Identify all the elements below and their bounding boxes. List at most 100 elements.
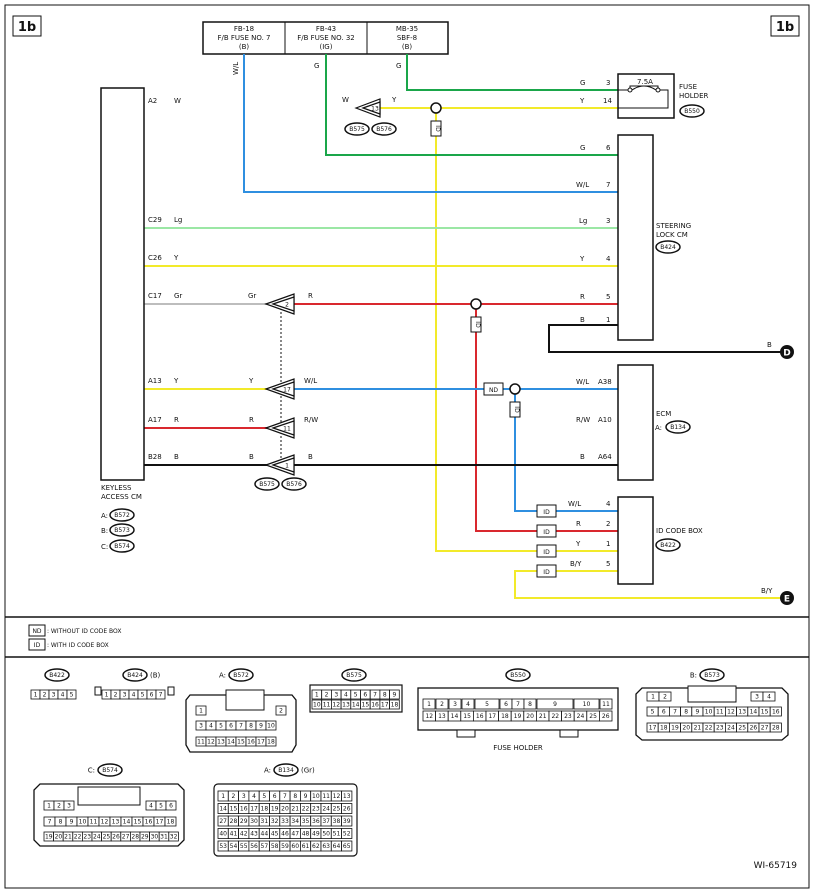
b134-pin: 25	[330, 803, 342, 814]
wire-code-b28: B	[174, 453, 179, 461]
b575-pin-label: 13	[342, 702, 350, 709]
b573-pin: 1	[646, 691, 660, 702]
b134-pin-label: 41	[230, 831, 238, 838]
b134-pin: 35	[299, 815, 312, 827]
b134-pin: 44	[258, 828, 270, 839]
b573-pin: 17	[646, 722, 659, 733]
b572-pin-label: 14	[227, 739, 235, 746]
wires	[144, 54, 782, 599]
b574-pin-label: 10	[79, 819, 87, 826]
code-wl-joint: W/L	[304, 377, 317, 385]
b573-pin-label: 28	[772, 725, 780, 732]
b573-pin: 22	[702, 722, 715, 733]
joint-13-label: 13	[371, 106, 379, 113]
b134-pin: 47	[289, 828, 301, 839]
id-tag-box-by: ID	[536, 564, 557, 578]
b573-pin-label: 19	[671, 725, 679, 732]
b134-pin: 24	[320, 803, 332, 814]
wire-black-ground-d	[548, 324, 782, 353]
id-tag-text-7: ID	[543, 569, 550, 576]
code-by-ground: B/Y	[761, 587, 773, 595]
nd-tag-text: ND	[489, 387, 498, 394]
b134-pin: 1	[217, 790, 229, 802]
st-pin-7: 7	[606, 181, 610, 189]
b573-pin-label: 21	[694, 725, 702, 732]
b574-pin-label: 8	[59, 819, 63, 826]
joint-1-label: 1	[285, 463, 289, 470]
b134-pin: 46	[279, 828, 291, 839]
b134-pin-label: 63	[322, 843, 330, 850]
fuse-1-code: FB-18	[234, 25, 254, 33]
b574-pin-label: 25	[103, 834, 111, 841]
joint-connector-labels-top: B575 B576	[344, 122, 397, 136]
b574-pin-label: 3	[67, 803, 71, 810]
b574-pin: 8	[54, 816, 67, 827]
b134-pin: 63	[320, 840, 332, 852]
b134-pin: 32	[269, 815, 281, 827]
b134-pin: 58	[269, 840, 281, 852]
st-code-y: Y	[579, 255, 585, 263]
b134-pin-label: 5	[262, 793, 266, 800]
b572-pin-label: 16	[247, 739, 255, 746]
b550-pin-label: 19	[514, 713, 522, 720]
b575-pin-label: 12	[332, 702, 340, 709]
ecm-pin-a64: A64	[598, 453, 612, 461]
joint-17: 17	[264, 378, 295, 400]
code-b-b28-joint: B	[249, 453, 254, 461]
steering-title: STEERING	[656, 222, 691, 230]
b134-pin: 53	[217, 840, 229, 852]
b572-prefix: A:	[219, 672, 226, 680]
b134-pin-label: 3	[242, 793, 246, 800]
b572-pin-label: 9	[259, 723, 263, 730]
pin-b28: B28	[148, 453, 162, 461]
b572-pin: 15	[235, 736, 247, 747]
fh-code-g: G	[580, 79, 585, 87]
b575-pin: 8	[379, 689, 390, 700]
b550-caption: FUSE HOLDER	[493, 744, 543, 752]
b574-pin: 12	[98, 816, 111, 827]
b572-pin-label: 18	[267, 739, 275, 746]
wire-by-ground-e	[514, 570, 782, 599]
b424-pin-label: 5	[141, 692, 145, 699]
code-rw-joint: R/W	[304, 416, 318, 424]
b134-pin-label: 14	[219, 806, 227, 813]
b134-pin-label: 44	[261, 831, 269, 838]
id-tag-text-6: ID	[543, 549, 550, 556]
b575-pin-label: 18	[391, 702, 399, 709]
b550-pin-label: 5	[485, 701, 489, 708]
b573-pin: 16	[769, 706, 782, 717]
b572-label: A:B572	[219, 668, 254, 682]
b550-pin: 24	[573, 710, 588, 722]
b550-pin-label: 24	[577, 713, 585, 720]
idcode-title: ID CODE BOX	[656, 527, 703, 535]
pin-c29: C29	[148, 216, 162, 224]
ecm: ECM A: B134 W/L A38 R/W A10 B A64	[576, 364, 691, 481]
b572-pin-label: 4	[209, 723, 213, 730]
b134-pin-label: 28	[230, 818, 238, 825]
b134-pin-label: 43	[250, 831, 258, 838]
keyless-conn-b-prefix: B:	[101, 527, 108, 535]
b134-pin: 27	[217, 815, 229, 827]
b574-pin: 1	[43, 800, 55, 811]
b134-pin: 41	[227, 828, 240, 839]
st-pin-4: 4	[606, 255, 611, 263]
b550-pin: 15	[460, 710, 474, 722]
ecm-prefix: A:	[655, 424, 662, 432]
fh-pin-14: 14	[603, 97, 612, 105]
b134-pin: 29	[238, 815, 250, 827]
b572-pin: 3	[195, 720, 207, 731]
b134-label: A:B134(Gr)	[264, 763, 315, 777]
id-tag-text-1: ID	[434, 125, 441, 132]
id-tag-vertical-red: ID	[470, 316, 482, 333]
b134-pin: 30	[248, 815, 260, 827]
b134-pin-label: 60	[291, 843, 299, 850]
b550-pin-label: 21	[539, 713, 547, 720]
b424-pin-label: 1	[105, 692, 109, 699]
b424-name: B424	[127, 672, 143, 679]
st-pin-5: 5	[606, 293, 610, 301]
b134-pin: 4	[248, 790, 260, 802]
